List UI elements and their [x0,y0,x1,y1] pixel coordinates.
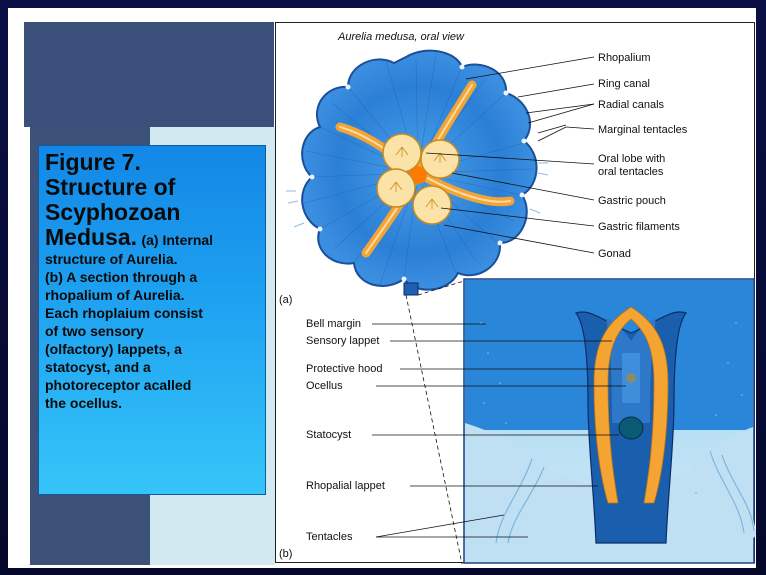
label-bell-margin: Bell margin [306,318,361,330]
caption-title-line-3: Medusa. (a) Internal [45,225,259,250]
label-oral-lobe-line-2: oral tentacles [598,166,664,178]
caption-part-b-line-4: of two sensory [45,322,259,340]
caption-title-line-2: Scyphozoan [45,200,259,225]
statocyst [619,417,643,439]
label-rhopalial-lappet: Rhopalial lappet [306,480,385,492]
caption-title-word: Medusa. [45,224,137,250]
decorative-band-top [24,22,274,127]
panel-label-a: (a) [279,294,292,306]
ocellus [626,373,636,383]
label-gonad: Gonad [598,248,631,260]
caption-part-b-line-3: Each rhoplaium consist [45,304,259,322]
figure-illustration: Aurelia medusa, oral view [276,23,756,564]
caption-part-a-rest: structure of Aurelia. [45,250,259,268]
label-gastric-pouch: Gastric pouch [598,195,666,207]
medusa-oral-view [286,51,548,295]
label-sensory-lappet: Sensory lappet [306,335,379,347]
caption-part-b-line-8: the ocellus. [45,394,259,412]
caption-part-a-intro: (a) Internal [141,232,213,248]
figure-title: Aurelia medusa, oral view [337,31,465,43]
label-ring-canal: Ring canal [598,78,650,90]
caption-box: Figure 7. Structure of Scyphozoan Medusa… [38,145,266,495]
label-tentacles: Tentacles [306,531,353,543]
label-marginal-tentacles: Marginal tentacles [598,124,688,136]
caption-part-b-line-1: (b) A section through a [45,268,259,286]
section-labels: Bell margin Sensory lappet Protective ho… [306,318,385,543]
caption-part-b-line-5: (olfactory) lappets, a [45,340,259,358]
label-statocyst: Statocyst [306,429,351,441]
rhopalium-box [404,283,418,295]
caption-part-b-line-7: photoreceptor acalled [45,376,259,394]
panel-label-b: (b) [279,548,292,560]
label-protective-hood: Protective hood [306,363,382,375]
label-gastric-filaments: Gastric filaments [598,221,680,233]
label-ocellus: Ocellus [306,380,343,392]
caption-part-b-line-2: rhopalium of Aurelia. [45,286,259,304]
label-oral-lobe-line-1: Oral lobe with [598,153,665,165]
oral-view-labels: Rhopalium Ring canal Radial canals Margi… [598,52,688,260]
rhopalium-section-inset [464,279,754,563]
caption-part-b-line-6: statocyst, and a [45,358,259,376]
caption-title-line-1: Structure of [45,175,259,200]
zoom-dashed-lines [406,281,464,564]
figure-panel: Aurelia medusa, oral view [275,22,755,563]
label-rhopalium: Rhopalium [598,52,651,64]
caption-figure-number: Figure 7. [45,150,259,175]
label-radial-canals: Radial canals [598,99,665,111]
